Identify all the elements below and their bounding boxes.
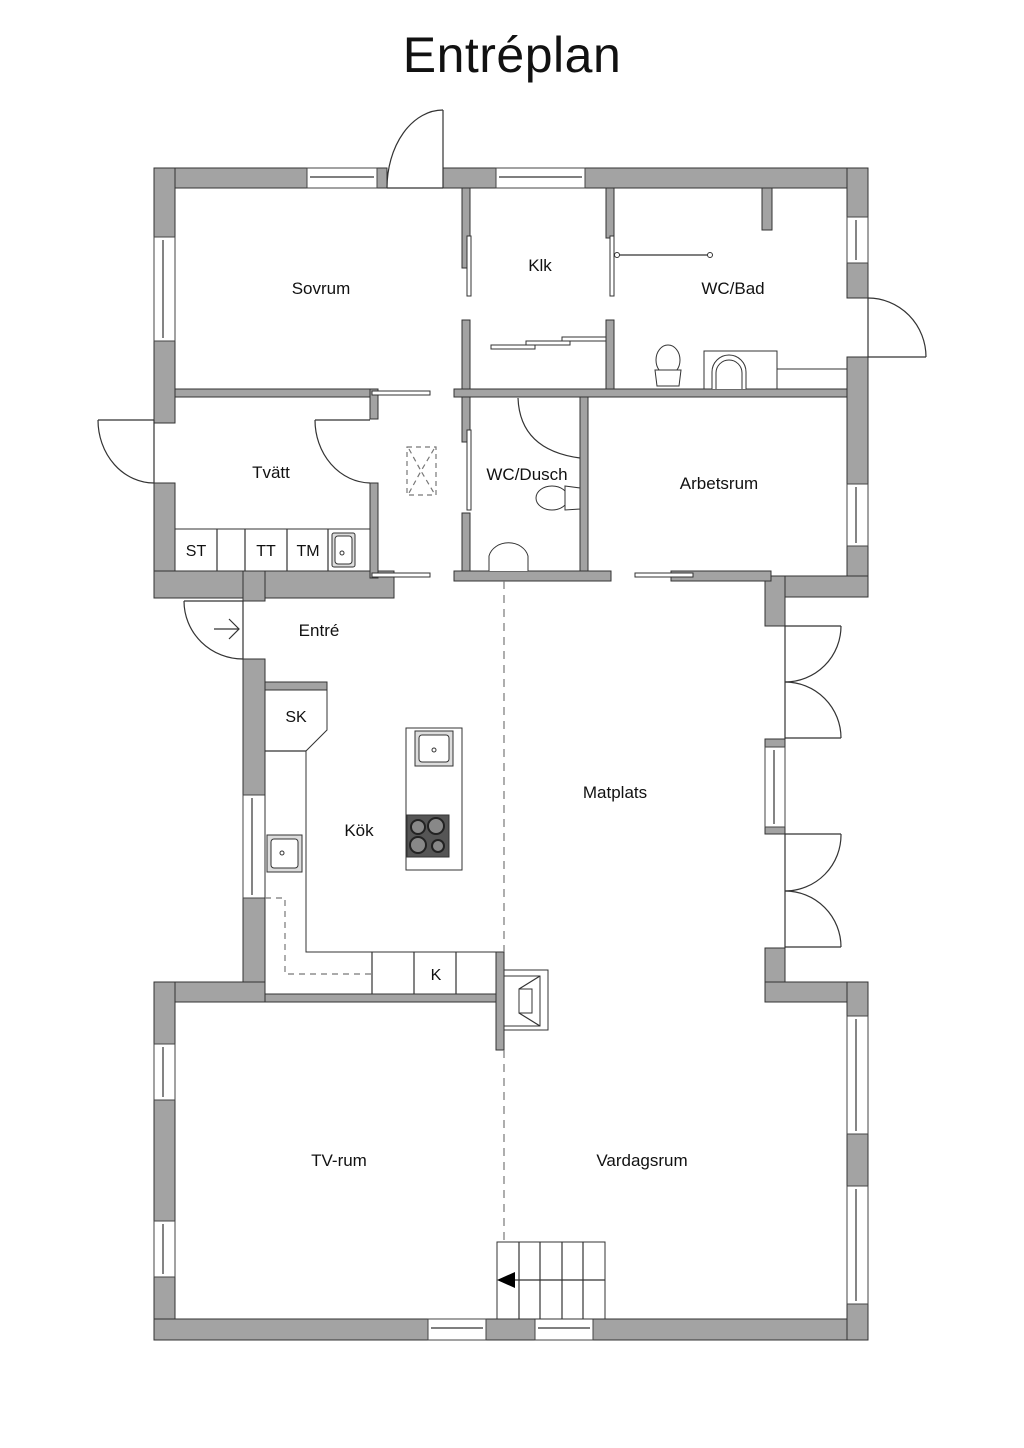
sink-icon: [331, 532, 356, 568]
sink-icon: [711, 354, 747, 389]
sink-icon: [414, 730, 454, 767]
laundry-tt-label: TT: [256, 543, 276, 560]
kitchen-counter: SK K: [264, 689, 497, 995]
arrow-right-icon: [214, 618, 240, 640]
fireplace-icon: [503, 969, 549, 1031]
laundry-counter: ST TT TM: [174, 528, 371, 572]
doors: [97, 109, 927, 948]
plan-title: Entréplan: [402, 27, 622, 83]
outer-walls: [153, 167, 869, 1341]
room-labels: Sovrum Klk WC/Bad Tvätt WC/Dusch Arbetsr…: [252, 256, 765, 1170]
staircase: [496, 1241, 606, 1320]
room-label-tv-rum: TV-rum: [311, 1151, 367, 1170]
room-label-arbetsrum: Arbetsrum: [680, 474, 758, 493]
laundry-st-label: ST: [186, 543, 207, 560]
room-label-klk: Klk: [528, 256, 552, 275]
pantry-label: SK: [285, 709, 307, 726]
fridge-label: K: [431, 967, 442, 984]
toilet-icon: [654, 344, 682, 387]
room-label-kok: Kök: [344, 821, 374, 840]
room-label-wc-bad: WC/Bad: [701, 279, 764, 298]
room-label-sovrum: Sovrum: [292, 279, 351, 298]
cooktop-icon: [406, 814, 450, 858]
windows: [153, 167, 869, 1341]
room-label-entre: Entré: [299, 621, 340, 640]
interior-walls: [174, 187, 848, 1051]
room-label-wc-dusch: WC/Dusch: [486, 465, 567, 484]
laundry-tm-label: TM: [296, 543, 319, 560]
toilet-icon: [535, 485, 581, 511]
room-label-vardagsrum: Vardagsrum: [596, 1151, 687, 1170]
fixtures: ST TT TM: [174, 344, 848, 1320]
sink-icon: [266, 834, 303, 873]
sink-icon: [488, 542, 529, 571]
arrow-left-icon: [497, 1272, 515, 1288]
room-label-tvatt: Tvätt: [252, 463, 290, 482]
room-label-matplats: Matplats: [583, 783, 647, 802]
kitchen-island: [405, 727, 463, 871]
